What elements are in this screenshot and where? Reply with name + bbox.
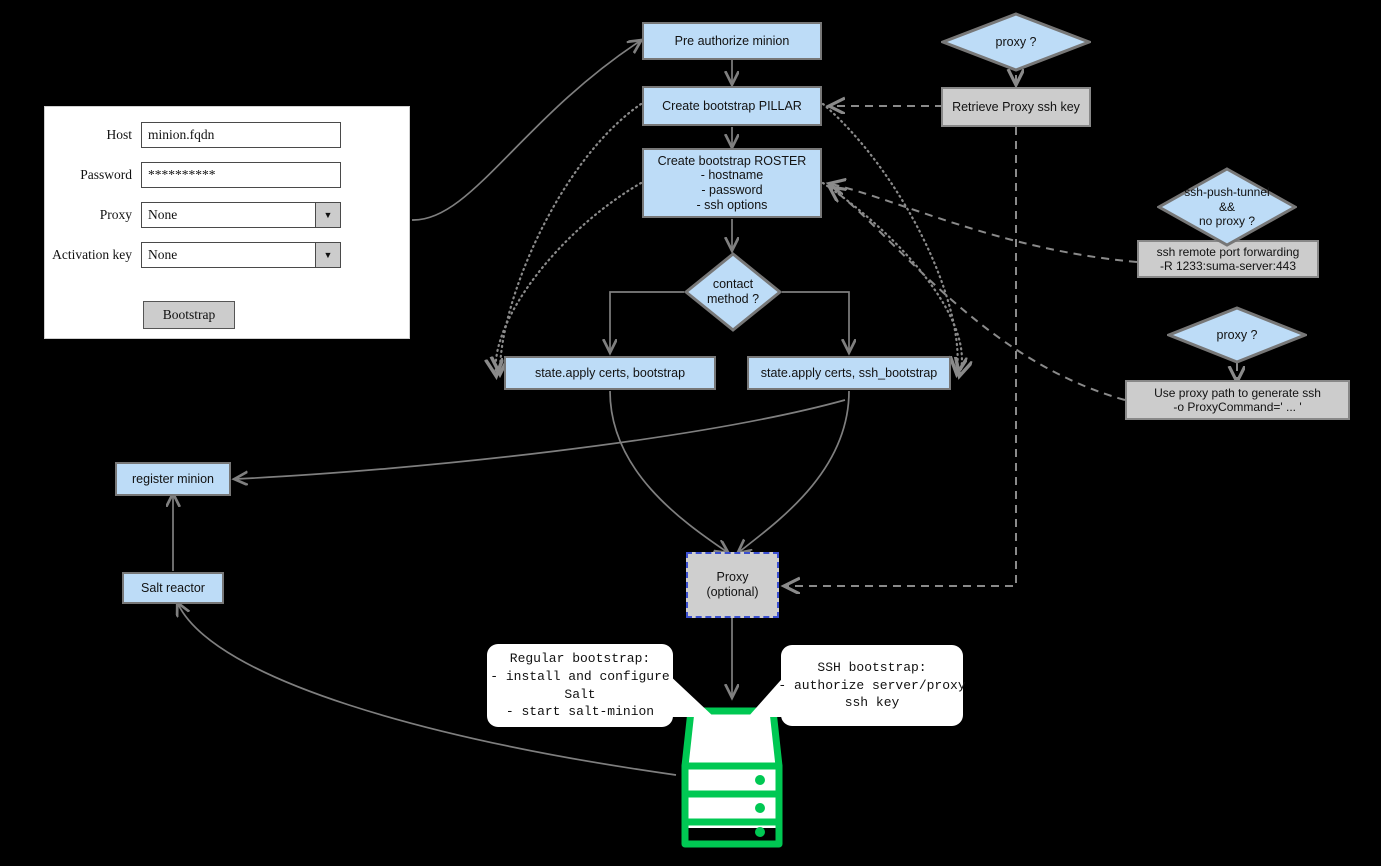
decision-contact-method-label: contact method ?: [706, 277, 760, 306]
wire-contact-to-ssh-bootstrap: [782, 291, 849, 351]
proxy-label: Proxy: [99, 207, 132, 222]
decision-proxy-top[interactable]: proxy ?: [938, 12, 1094, 72]
host-label: Host: [106, 127, 132, 142]
activation-key-label: Activation key: [52, 247, 132, 262]
form-row-proxy: Proxy None ▼: [45, 202, 341, 228]
wire-pillar-to-bootstrap-dotted: [500, 102, 643, 372]
node-retrieve-proxy-ssh-key[interactable]: Retrieve Proxy ssh key: [941, 87, 1091, 127]
diamond-shape: [683, 252, 783, 332]
activation-key-select-value: None: [148, 247, 178, 262]
wire-contact-to-bootstrap: [610, 291, 684, 351]
form-row-activation-key: Activation key None ▼: [45, 242, 341, 268]
callout-tail-right: [748, 672, 788, 717]
wire-server-to-reactor: [178, 604, 677, 776]
chevron-down-icon[interactable]: ▼: [315, 243, 340, 267]
bootstrap-form-panel: Host minion.fqdn Password ********** Pro…: [44, 106, 410, 339]
proxy-select[interactable]: None ▼: [141, 202, 341, 228]
wire-proxypath-to-roster: [831, 188, 1126, 401]
form-row-password: Password **********: [45, 162, 341, 188]
wire-pillar-to-sshbootstrap-dotted: [821, 102, 958, 372]
server-led-icon: [755, 775, 765, 837]
decision-proxy-bottom[interactable]: proxy ?: [1164, 306, 1310, 364]
chevron-down-icon[interactable]: ▼: [315, 203, 340, 227]
node-pre-authorize-minion[interactable]: Pre authorize minion: [642, 22, 822, 60]
decision-proxy-top-label: proxy ?: [995, 34, 1037, 49]
password-label: Password: [80, 167, 132, 182]
wire-roster-to-bootstrap-dotted: [496, 181, 643, 374]
host-input[interactable]: minion.fqdn: [141, 122, 341, 148]
wire-form-to-preauth: [411, 41, 640, 221]
decision-ssh-push-tunnel[interactable]: ssh-push-tunnel && no proxy ?: [1155, 167, 1299, 247]
decision-contact-method[interactable]: contact method ?: [683, 252, 783, 332]
wire-roster-to-sshbootstrap-dotted: [821, 181, 962, 374]
diamond-shape: [1164, 306, 1310, 364]
callout-ssh-bootstrap: SSH bootstrap: - authorize server/proxy …: [778, 645, 966, 726]
wire-sshbootstrap-to-proxy: [739, 390, 850, 552]
bootstrap-button[interactable]: Bootstrap: [143, 301, 235, 329]
node-state-apply-bootstrap[interactable]: state.apply certs, bootstrap: [504, 356, 716, 390]
node-register-minion[interactable]: register minion: [115, 462, 231, 496]
wire-sshbootstrap-to-register: [236, 399, 846, 479]
decision-ssh-push-tunnel-label: ssh-push-tunnel && no proxy ?: [1184, 185, 1270, 229]
proxy-select-value: None: [148, 207, 178, 222]
callout-tail-left: [666, 672, 714, 717]
diamond-shape: [1155, 167, 1299, 247]
wire-forward-to-roster: [831, 184, 1138, 263]
node-create-bootstrap-pillar[interactable]: Create bootstrap PILLAR: [642, 86, 822, 126]
wire-bootstrap-to-proxy: [609, 390, 727, 552]
node-state-apply-ssh-bootstrap[interactable]: state.apply certs, ssh_bootstrap: [747, 356, 951, 390]
form-row-host: Host minion.fqdn: [45, 122, 341, 148]
password-input[interactable]: **********: [141, 162, 341, 188]
node-proxy-optional[interactable]: Proxy (optional): [686, 552, 779, 618]
node-salt-reactor[interactable]: Salt reactor: [122, 572, 224, 604]
diamond-shape: [938, 12, 1094, 72]
server-icon: [681, 707, 783, 848]
decision-proxy-bottom-label: proxy ?: [1216, 327, 1258, 342]
node-create-bootstrap-roster[interactable]: Create bootstrap ROSTER - hostname - pas…: [642, 148, 822, 218]
callout-regular-bootstrap: Regular bootstrap: - install and configu…: [487, 644, 673, 727]
node-use-proxy-path[interactable]: Use proxy path to generate ssh -o ProxyC…: [1125, 380, 1350, 420]
node-ssh-remote-port-forwarding[interactable]: ssh remote port forwarding -R 1233:suma-…: [1137, 240, 1319, 278]
activation-key-select[interactable]: None ▼: [141, 242, 341, 268]
